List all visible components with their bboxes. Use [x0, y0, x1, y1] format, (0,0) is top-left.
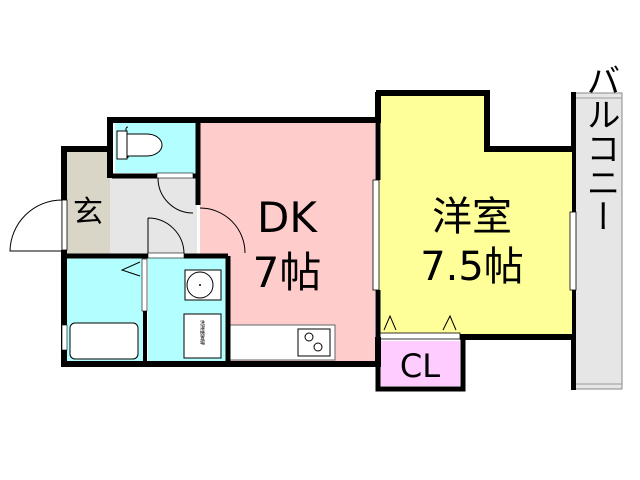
dk-size: 7帖	[253, 248, 322, 297]
balcony: バルコニー	[571, 63, 623, 390]
toilet	[115, 123, 197, 173]
balcony-label: バルコニー	[580, 63, 620, 233]
washroom: 洗濯機置場	[147, 252, 226, 361]
closet[interactable]: CL	[375, 332, 466, 392]
walls	[61, 92, 381, 367]
western-room-size: 7.5帖	[420, 244, 524, 290]
bathtub-icon	[69, 322, 139, 360]
western-room: 洋室 7.5帖	[376, 90, 577, 340]
western-room-label: 洋室	[432, 194, 512, 240]
washer-space	[183, 313, 222, 359]
door-swing-icon	[199, 207, 246, 254]
washer-label: 洗濯機置場	[199, 319, 205, 346]
toilet-icon	[126, 133, 163, 157]
entrance: 玄	[9, 152, 110, 254]
hallway	[110, 172, 197, 255]
dk-label: DK	[257, 193, 318, 242]
stove-icon	[297, 328, 331, 357]
bathroom	[67, 258, 148, 361]
closet-label: CL	[400, 347, 440, 385]
entrance-door-icon	[9, 199, 63, 252]
entrance-label: 玄	[73, 195, 103, 230]
